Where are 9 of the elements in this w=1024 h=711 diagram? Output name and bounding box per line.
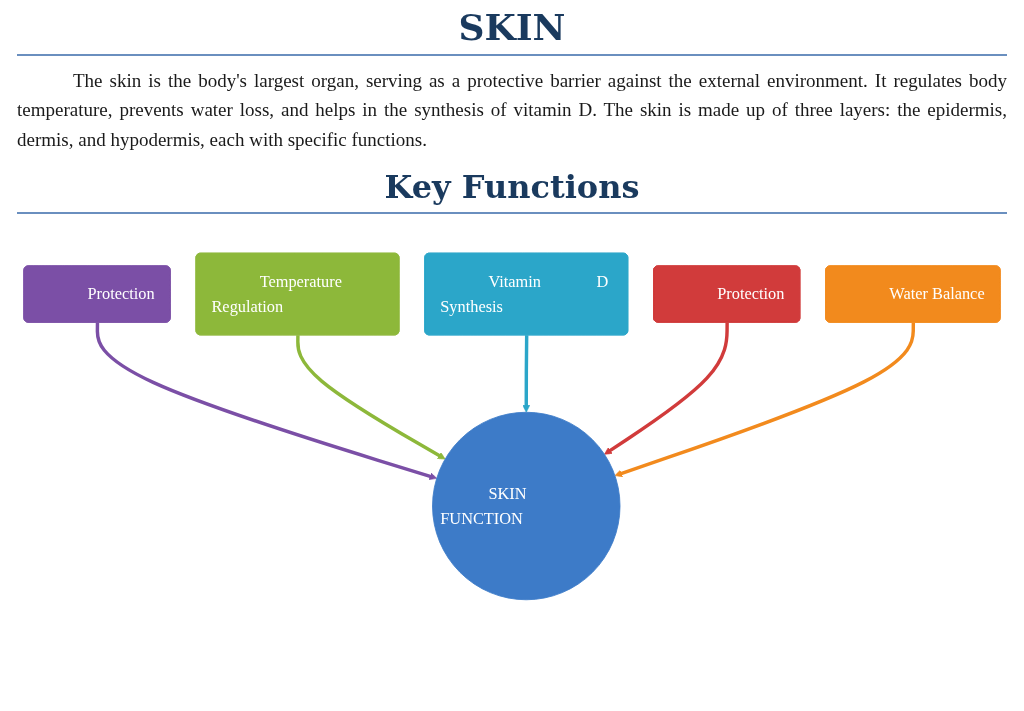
section-heading: Key Functions (383, 168, 641, 207)
paragraph: The skin is the body's largest organ, serving as a protective barrier against the external environment. It regulates body temperature, prevents water loss, and helps in the synthesis of vitamin D. The skin is made up of three layers: the epidermis, dermis, and hypodermis, each with specific functions. (17, 69, 1007, 152)
title: SKIN (457, 6, 567, 48)
arrow (604, 322, 729, 455)
arrow (614, 322, 916, 478)
arrow (296, 335, 446, 460)
node-circle: SKIN FUNCTION (432, 412, 621, 601)
arrow (95, 322, 438, 481)
arrow (522, 335, 531, 413)
